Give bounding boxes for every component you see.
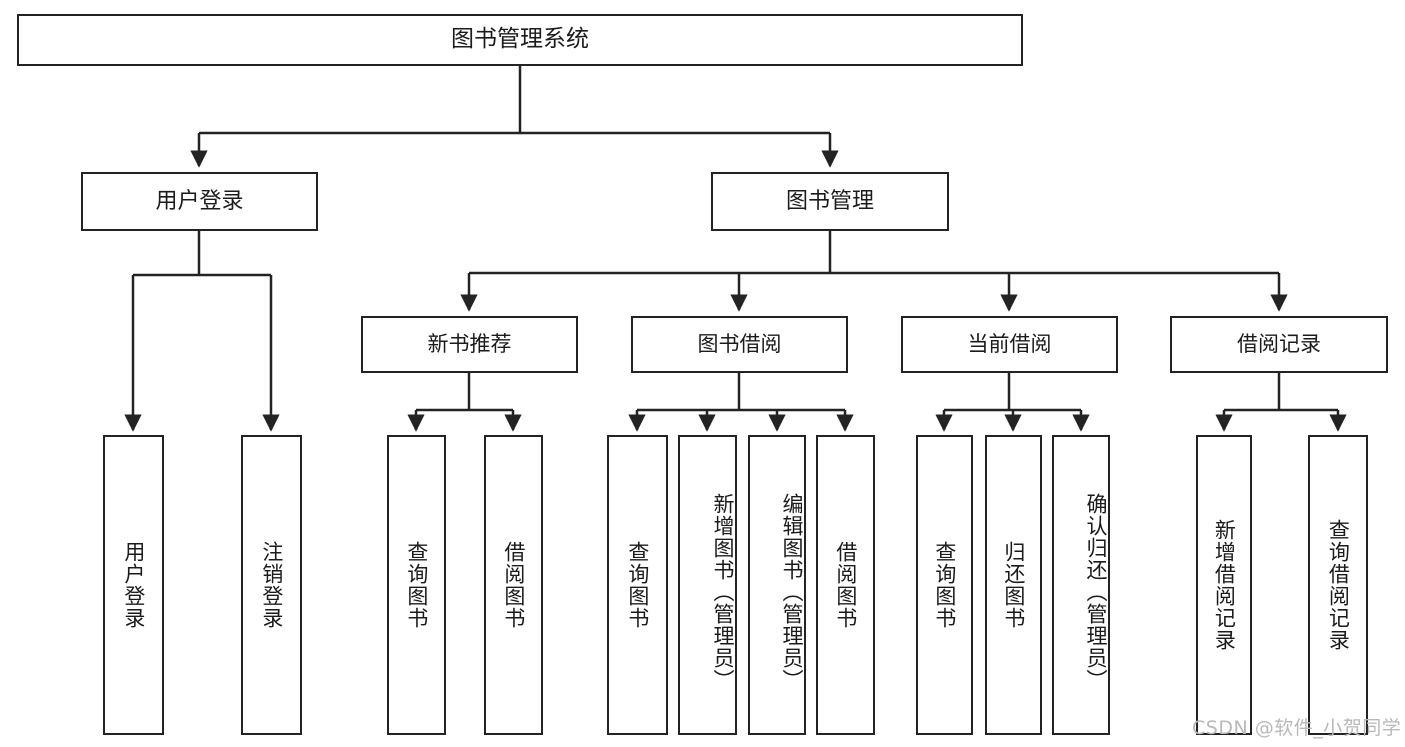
node-root-book-management-system[interactable]: 图书管理系统 bbox=[17, 14, 1023, 66]
node-book-borrow[interactable]: 图书借阅 bbox=[631, 316, 848, 373]
leaf-newbook-borrow-book[interactable]: 借阅图书 bbox=[484, 435, 543, 735]
node-new-book-recommend[interactable]: 新书推荐 bbox=[361, 316, 578, 373]
leaf-newbook-query-book[interactable]: 查询图书 bbox=[387, 435, 446, 735]
leaf-bookborrow-edit-book-admin[interactable]: 编辑图书（管理员） bbox=[748, 435, 806, 735]
node-user-login[interactable]: 用户登录 bbox=[81, 172, 318, 231]
node-book-management[interactable]: 图书管理 bbox=[711, 172, 949, 231]
leaf-borrowrecord-add-record[interactable]: 新增借阅记录 bbox=[1196, 435, 1252, 735]
leaf-currentborrow-query-book[interactable]: 查询图书 bbox=[916, 435, 973, 735]
node-borrow-record[interactable]: 借阅记录 bbox=[1170, 316, 1388, 373]
leaf-bookborrow-query-book[interactable]: 查询图书 bbox=[607, 435, 668, 735]
csdn-watermark: CSDN @软件_小贺同学 bbox=[1192, 717, 1402, 739]
leaf-borrowrecord-query-record[interactable]: 查询借阅记录 bbox=[1308, 435, 1368, 735]
leaf-user-login[interactable]: 用户登录 bbox=[103, 435, 164, 735]
leaf-user-logout[interactable]: 注销登录 bbox=[241, 435, 302, 735]
leaf-currentborrow-confirm-return-admin[interactable]: 确认归还（管理员） bbox=[1052, 435, 1110, 735]
leaf-bookborrow-borrow-book[interactable]: 借阅图书 bbox=[816, 435, 875, 735]
node-current-borrow[interactable]: 当前借阅 bbox=[901, 316, 1118, 373]
leaf-bookborrow-add-book-admin[interactable]: 新增图书（管理员） bbox=[678, 435, 737, 735]
leaf-currentborrow-return-book[interactable]: 归还图书 bbox=[985, 435, 1042, 735]
